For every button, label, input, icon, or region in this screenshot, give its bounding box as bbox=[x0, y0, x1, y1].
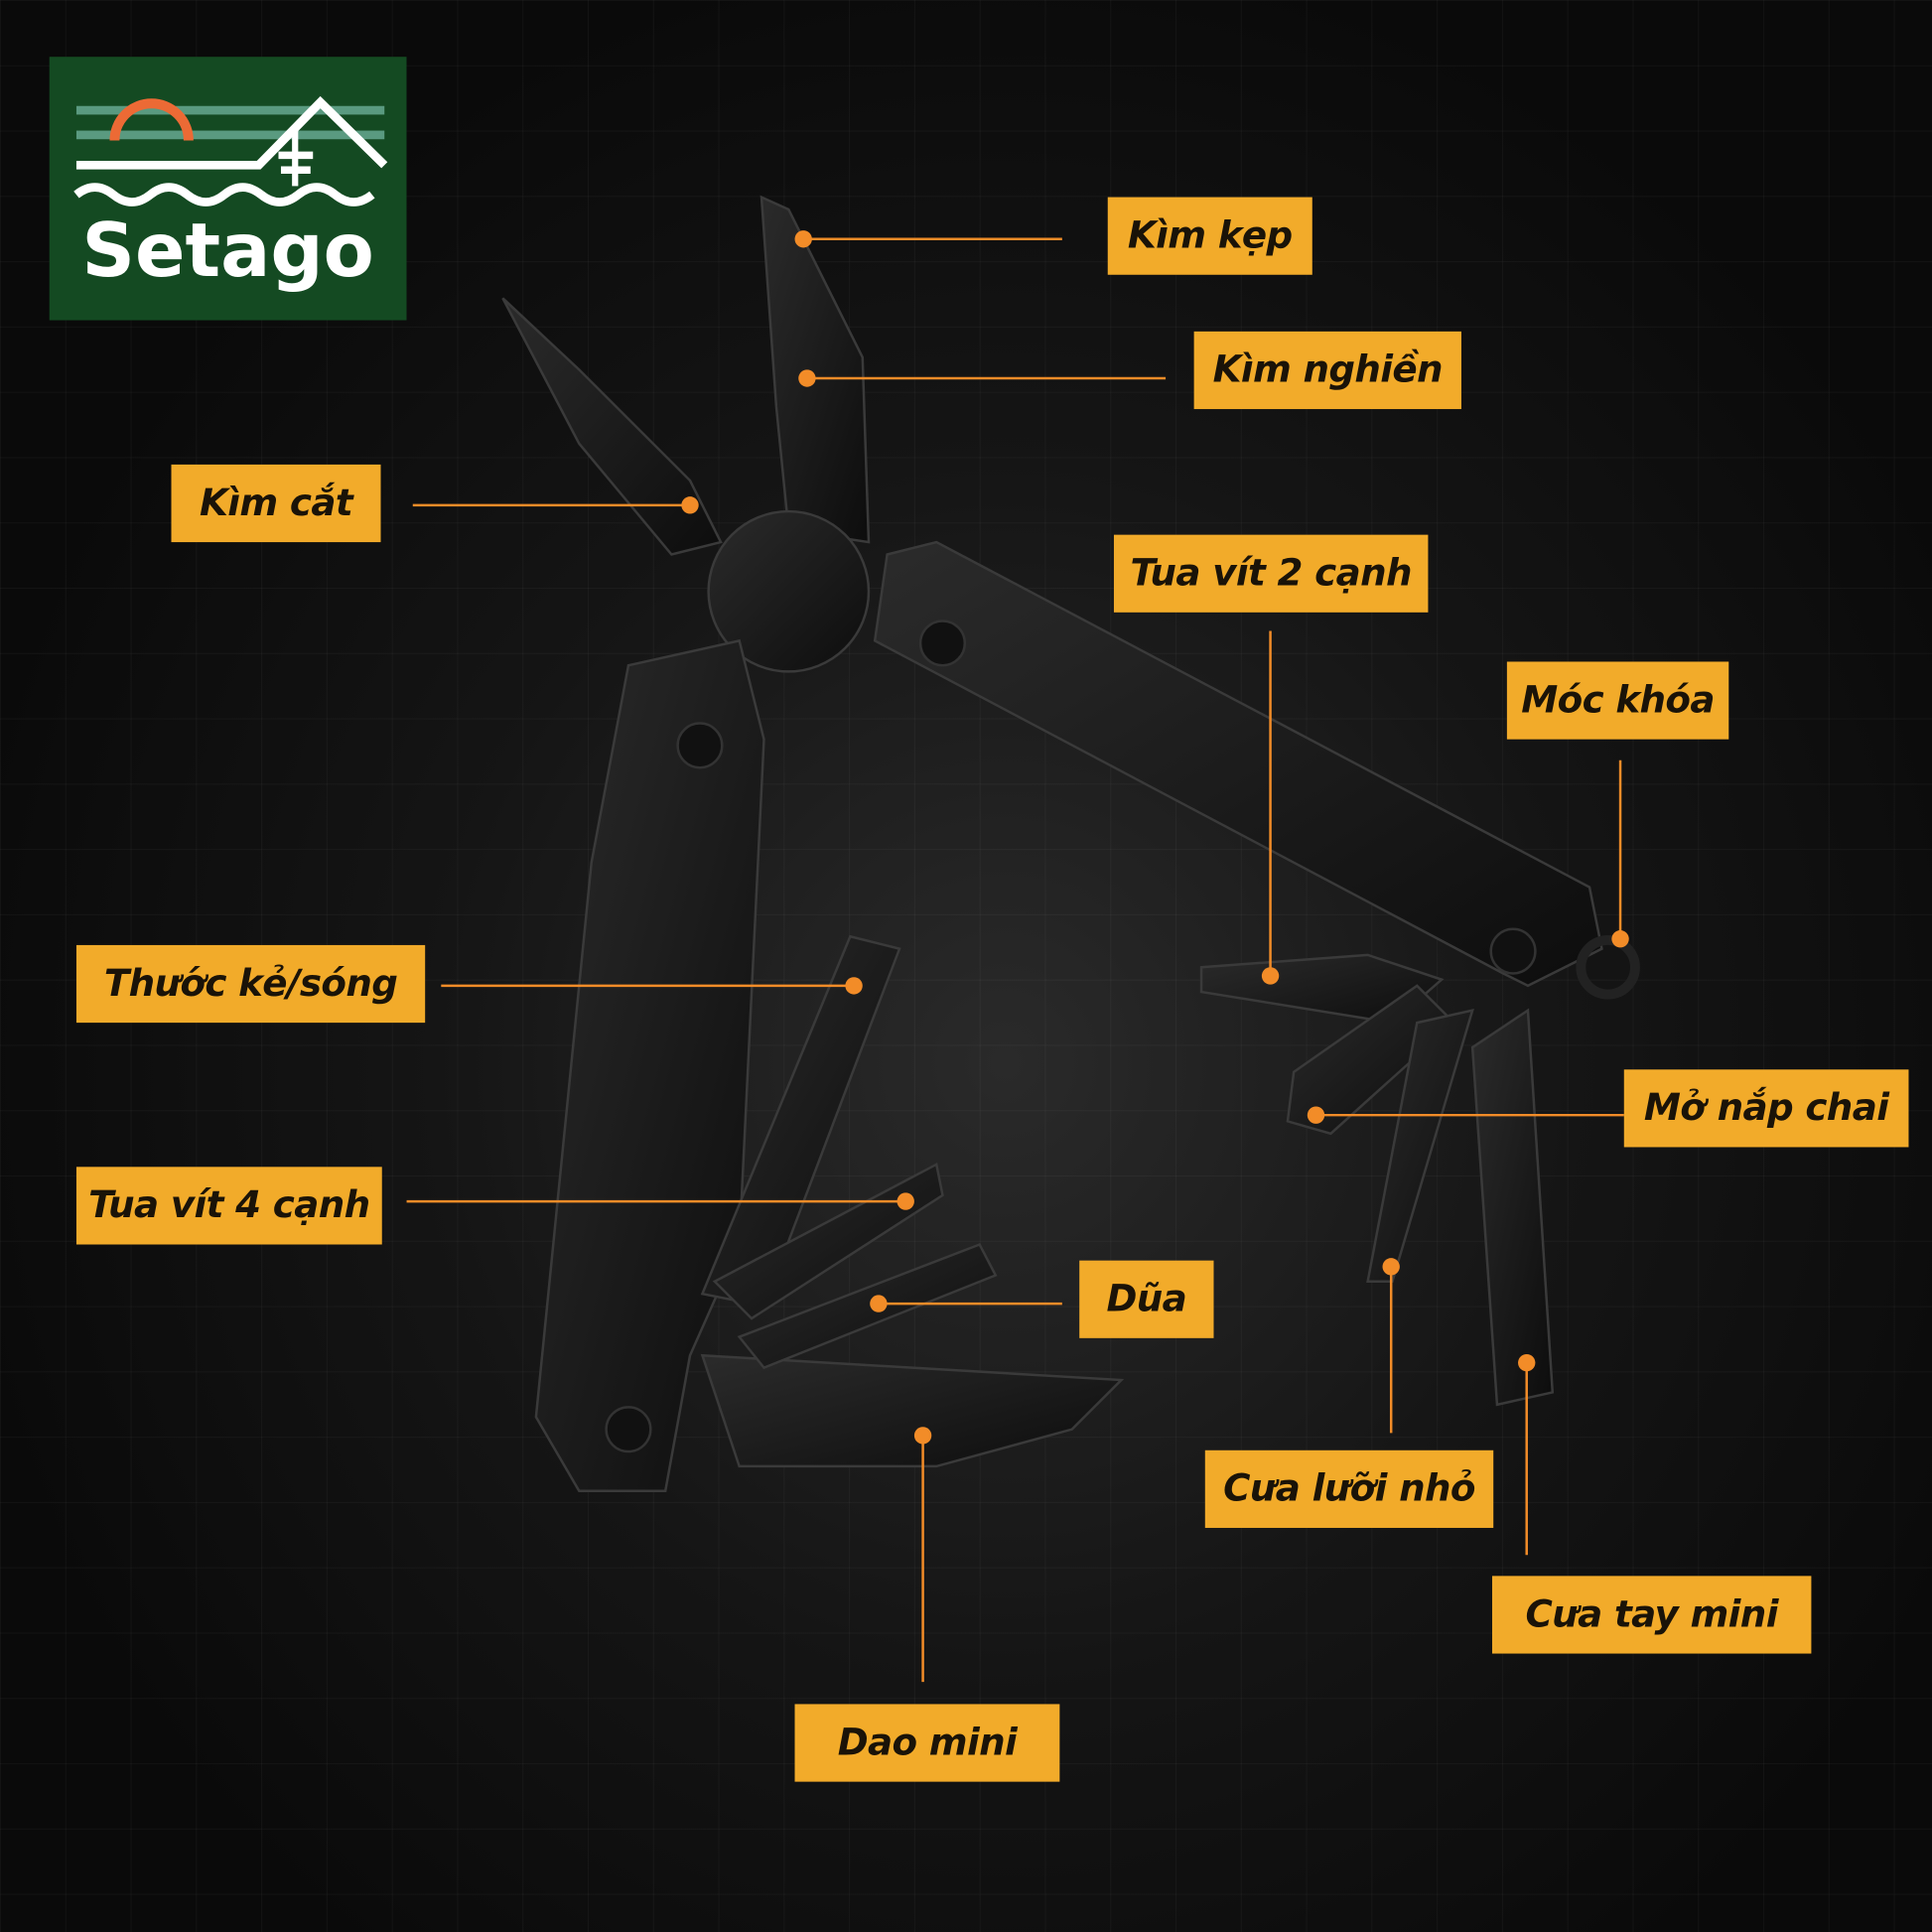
dot-kim-nghien bbox=[798, 369, 816, 387]
dot-mo-nap-chai bbox=[1307, 1106, 1325, 1124]
label-mo-nap-chai: Mở nắp chai bbox=[1623, 1069, 1909, 1148]
dot-kim-kep bbox=[794, 230, 812, 248]
label-tua-vit-4-canh: Tua vít 4 cạnh bbox=[75, 1167, 382, 1245]
label-dua: Dũa bbox=[1079, 1260, 1214, 1338]
label-kim-nghien: Kìm nghiền bbox=[1193, 331, 1461, 410]
label-cua-tay-mini: Cưa tay mini bbox=[1491, 1576, 1812, 1654]
label-thuoc-ke-song: Thước kẻ/sóng bbox=[75, 944, 426, 1024]
label-moc-khoa: Móc khóa bbox=[1506, 661, 1729, 740]
dot-dua bbox=[870, 1295, 888, 1312]
dot-tua-vit-2-canh bbox=[1261, 967, 1280, 985]
dot-cua-luoi-nho bbox=[1382, 1258, 1400, 1276]
label-kim-kep: Kìm kẹp bbox=[1107, 197, 1312, 275]
dot-dao-mini bbox=[913, 1427, 932, 1445]
label-dao-mini: Dao mini bbox=[794, 1704, 1060, 1782]
label-kim-cat: Kìm cắt bbox=[171, 464, 381, 543]
dot-kim-cat bbox=[681, 496, 699, 514]
dot-thuoc-ke bbox=[845, 977, 863, 995]
dot-tua-vit-4-canh bbox=[897, 1192, 914, 1210]
dot-moc-khoa bbox=[1611, 930, 1629, 948]
logo-text: Setago bbox=[81, 207, 373, 294]
setago-logo: Setago bbox=[49, 57, 407, 321]
dot-cua-tay-mini bbox=[1518, 1353, 1536, 1372]
label-cua-luoi-nho: Cưa lưỡi nhỏ bbox=[1204, 1449, 1494, 1528]
label-tua-vit-2-canh: Tua vít 2 cạnh bbox=[1113, 534, 1429, 613]
